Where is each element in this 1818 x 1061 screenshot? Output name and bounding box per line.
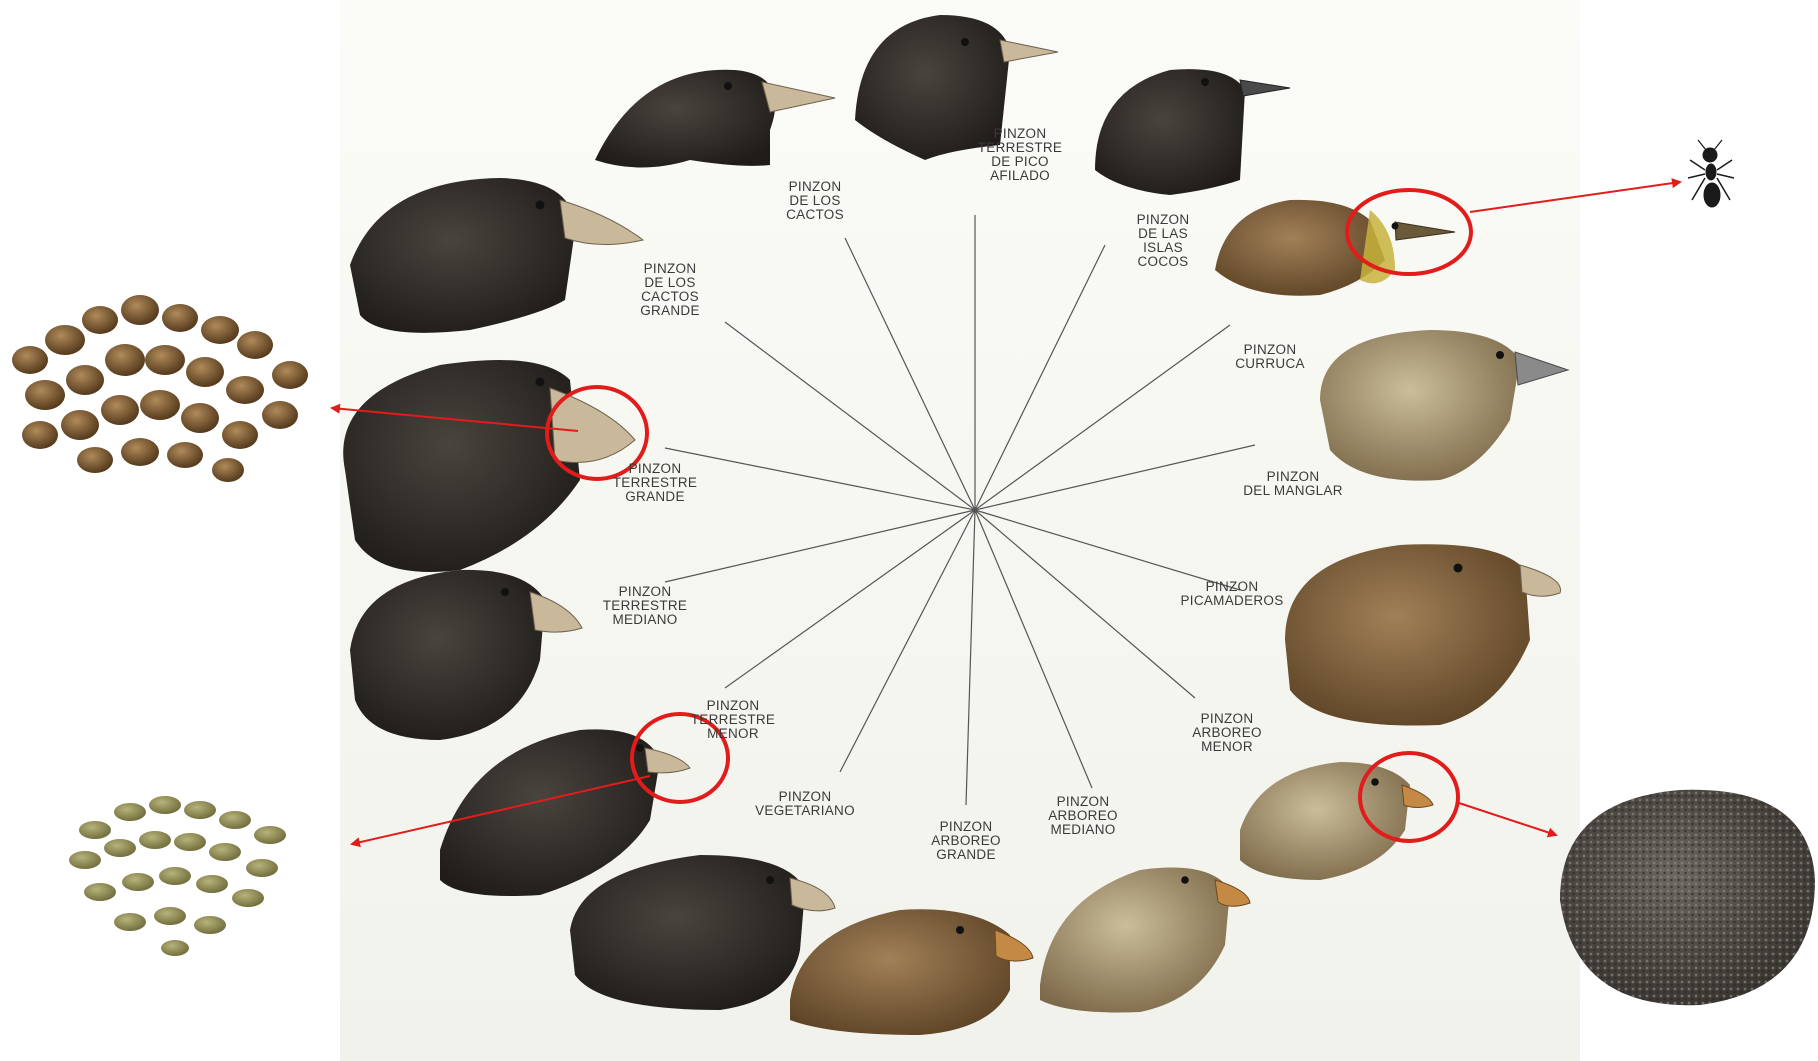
label-line: PINZON [613,462,697,476]
label-line: ARBOREO [1048,809,1118,823]
finch-head-cactos [595,70,835,168]
label-line: COCOS [1137,255,1190,269]
label-line: PINZON [1180,580,1283,594]
label-line: PINZON [978,127,1062,141]
label-line: GRANDE [931,848,1001,862]
label-line: TERRESTRE [978,141,1062,155]
finch-head-arboreo-grande [790,909,1033,1035]
label-line: MEDIANO [1048,823,1118,837]
finch-head-small-brown [1215,200,1455,296]
label-line: GRANDE [613,490,697,504]
label-line: DEL MANGLAR [1243,484,1343,498]
finch-head-arboreo-mediano [1040,868,1250,1013]
label-line: TERRESTRE [691,713,775,727]
label-arboreo-mediano: PINZONARBOREOMEDIANO [1048,795,1118,837]
label-picamaderos: PINZONPICAMADEROS [1180,580,1283,608]
label-line: PINZON [691,699,775,713]
label-vegetariano: PINZONVEGETARIANO [755,790,855,818]
label-line: PINZON [640,262,700,276]
label-arboreo-menor: PINZONARBOREOMENOR [1192,712,1262,754]
label-line: PINZON [931,820,1001,834]
label-line: PINZON [755,790,855,804]
label-line: DE LOS [786,194,844,208]
ant-icon [1688,140,1734,207]
label-line: CACTOS [786,208,844,222]
label-line: TERRESTRE [613,476,697,490]
label-line: DE LOS [640,276,700,290]
finch-head-islas-cocos [1095,69,1290,195]
label-line: PINZON [1235,343,1305,357]
arrow-to-ant [1470,182,1680,212]
large-seeds [12,295,308,482]
label-line: DE LAS [1137,227,1190,241]
label-line: PICAMADEROS [1180,594,1283,608]
label-line: PINZON [1192,712,1262,726]
label-line: MEDIANO [603,613,687,627]
finch-head-curruca [1320,330,1568,481]
label-manglar: PINZONDEL MANGLAR [1243,470,1343,498]
label-line: PINZON [1243,470,1343,484]
label-cactos-grande: PINZONDE LOSCACTOSGRANDE [640,262,700,318]
label-cactos: PINZONDE LOSCACTOS [786,180,844,222]
finch-head-terrestre-mediano [350,570,582,740]
label-islas-cocos: PINZONDE LASISLASCOCOS [1137,213,1190,269]
label-line: ARBOREO [931,834,1001,848]
finch-head-cactos-grande [350,178,643,333]
label-pico-afilado: PINZONTERRESTREDE PICOAFILADO [978,127,1062,183]
arrow-to-chia-seeds [1459,803,1556,835]
label-line: PINZON [786,180,844,194]
label-line: CURRUCA [1235,357,1305,371]
finch-head-terrestre-grande [343,360,635,572]
label-line: ARBOREO [1192,726,1262,740]
label-terrestre-menor: PINZONTERRESTREMENOR [691,699,775,741]
label-line: CACTOS [640,290,700,304]
label-line: AFILADO [978,169,1062,183]
label-line: TERRESTRE [603,599,687,613]
finch-head-picamaderos [1285,544,1561,725]
label-line: GRANDE [640,304,700,318]
label-line: PINZON [1137,213,1190,227]
label-terrestre-grande: PINZONTERRESTREGRANDE [613,462,697,504]
label-curruca: PINZONCURRUCA [1235,343,1305,371]
label-line: MENOR [691,727,775,741]
label-arboreo-grande: PINZONARBOREOGRANDE [931,820,1001,862]
finch-head-arboreo-menor [1240,762,1433,880]
finch-heads [343,15,1568,1035]
label-line: MENOR [1192,740,1262,754]
label-line: VEGETARIANO [755,804,855,818]
chia-seeds [1560,790,1815,1005]
label-line: ISLAS [1137,241,1190,255]
label-line: PINZON [1048,795,1118,809]
pumpkin-seeds [69,796,286,956]
label-line: DE PICO [978,155,1062,169]
label-line: PINZON [603,585,687,599]
label-terrestre-mediano: PINZONTERRESTREMEDIANO [603,585,687,627]
